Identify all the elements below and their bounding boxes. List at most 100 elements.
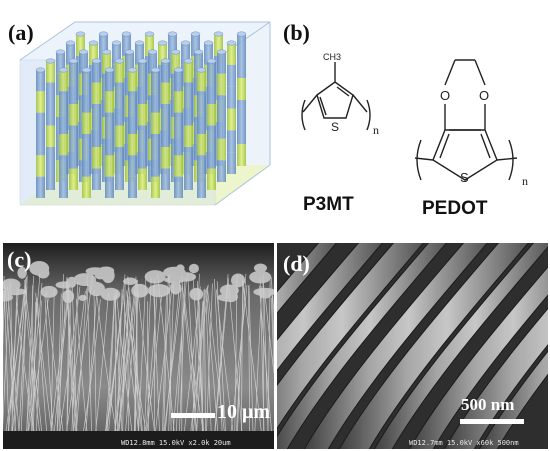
nanowire-segment (161, 125, 170, 147)
nanowire-segment (207, 104, 216, 126)
fiber (127, 276, 143, 432)
nanowire-top (173, 67, 184, 73)
nanowire-top (78, 49, 89, 55)
p3mt-methyl: CH3 (323, 52, 341, 62)
nanowire-top (137, 58, 148, 64)
nanowire-segment (59, 112, 68, 134)
nanowire-top (144, 31, 155, 37)
fiber (56, 296, 66, 432)
nanowire-segment (171, 52, 180, 74)
nanowire-top (157, 40, 168, 46)
nanowire-top (226, 40, 237, 46)
nanowire-top (193, 49, 204, 55)
nanowire-segment (79, 52, 88, 74)
sem-info-c: WD12.8mm 15.0kV x2.0k 20um (121, 439, 231, 447)
fiber (31, 297, 37, 432)
fiber (270, 297, 274, 380)
nanowire-top (75, 31, 86, 37)
nanowire-segment (115, 104, 124, 126)
nanowire-segment (59, 70, 68, 92)
nanowire-segment (89, 43, 98, 65)
nanowire-strand (277, 243, 448, 449)
nanowire-segment (59, 134, 68, 156)
nanowire-segment (76, 34, 85, 56)
nanowire-segment (115, 61, 124, 83)
nanowire-segment (217, 160, 226, 182)
fiber (83, 299, 101, 432)
fiber (20, 275, 28, 432)
panel-b-label: (b) (283, 20, 310, 45)
nanowire-segment (138, 61, 147, 83)
nanowire-segment (56, 52, 65, 74)
nanowire-segment (46, 104, 55, 126)
nanowire-segment (112, 43, 121, 65)
fiber-cluster (17, 266, 27, 279)
nanowire-segment (197, 176, 206, 198)
fiber-cluster (78, 294, 87, 302)
nanowire-segment (174, 155, 183, 177)
fiber (4, 286, 16, 432)
nanowire-segment (36, 134, 45, 156)
fiber (175, 278, 186, 432)
nanowire-segment (217, 117, 226, 139)
nanowire-top (35, 67, 46, 73)
nanowire-segment (128, 155, 137, 177)
nanowire-segment (217, 52, 226, 74)
fiber (146, 301, 149, 432)
nanowire-segment (36, 70, 45, 92)
sem-info-d: WD12.7mm 15.0kV x60k 500nm (409, 439, 519, 447)
nanowire-segment (138, 82, 147, 104)
fiber (36, 300, 42, 432)
fiber (241, 280, 243, 432)
sem-nanowire-closeup (277, 243, 548, 449)
nanowire-segment (151, 112, 160, 134)
nanowire-segment (184, 125, 193, 147)
nanowire-top (134, 40, 145, 46)
nanowire-segment (227, 64, 236, 87)
fiber (37, 298, 47, 432)
nanowire-segment (237, 56, 246, 78)
nanowire-top (180, 40, 191, 46)
fiber (33, 301, 37, 432)
nanowire-segment (174, 134, 183, 156)
nanowire-segment (184, 82, 193, 104)
fiber (117, 283, 136, 432)
nanowire-segment (46, 147, 55, 169)
chemical-structures: (b) CH3 S n P3MT (283, 20, 528, 219)
nanowire-segment (82, 155, 91, 177)
fiber (125, 291, 137, 432)
fiber (165, 279, 181, 432)
fiber (7, 285, 20, 432)
fiber (153, 284, 160, 432)
panel-d-label: (d) (283, 251, 310, 276)
nanowire-top (121, 31, 132, 37)
nanowire-segment (82, 70, 91, 92)
nanowire-segment (105, 134, 114, 156)
nanowire-segment (59, 155, 68, 177)
scale-bar-d (460, 419, 524, 424)
nanowire-strand (277, 243, 338, 314)
fiber (3, 290, 6, 351)
fiber (27, 282, 43, 432)
nanowire-segment (227, 43, 236, 65)
nanowire-segment (138, 168, 147, 190)
nanowire-segment (128, 134, 137, 156)
nanowire-segment (69, 104, 78, 126)
panel-c-sem-image: (c) 10 μm WD12.8mm 15.0kV x2.0k 20um (3, 243, 274, 449)
panel-d-sem-image: (d) 500 nm WD12.7mm 15.0kV x60k 500nm (277, 243, 548, 449)
fiber (267, 279, 271, 432)
fiber (71, 282, 79, 432)
fiber (93, 290, 97, 432)
fiber (187, 273, 197, 432)
nanowire-segment (191, 34, 200, 56)
fiber (26, 272, 41, 432)
fiber-cluster (147, 283, 171, 298)
nanowire-top (203, 40, 214, 46)
nanowire-segment (105, 155, 114, 177)
nanowire-segment (207, 147, 216, 169)
nanowire-segment (184, 147, 193, 169)
fiber (118, 296, 130, 432)
nanowire-segment (207, 125, 216, 147)
nanowire-segment (135, 43, 144, 65)
fiber-cluster (85, 267, 105, 276)
